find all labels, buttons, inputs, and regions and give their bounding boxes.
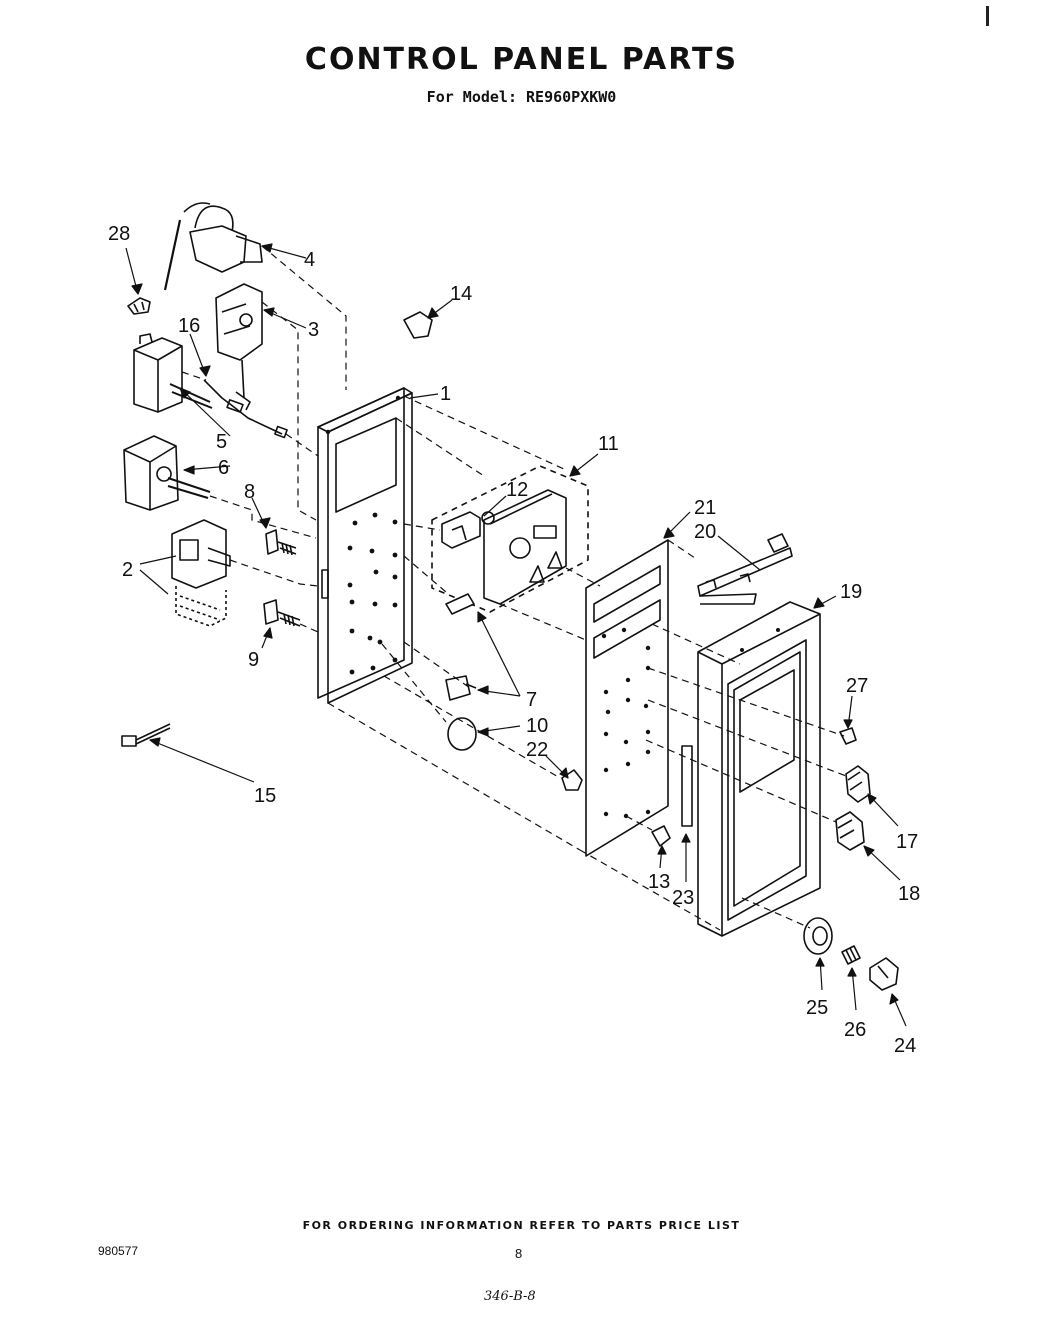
timer-module [431, 465, 589, 613]
callout-1: 1 [440, 383, 451, 405]
knob-17 [845, 765, 871, 803]
panel-housing-19 [697, 601, 821, 937]
page-title: CONTROL PANEL PARTS [304, 42, 739, 77]
overlay-panel-21 [585, 539, 669, 857]
callout-6: 6 [218, 457, 229, 479]
callout-12: 12 [506, 479, 528, 501]
latch-14 [403, 311, 433, 339]
page-number: 8 [515, 1246, 523, 1261]
callout-14: 14 [450, 283, 472, 305]
switch-5 [133, 333, 213, 413]
callout-20: 20 [694, 521, 716, 543]
thermostat [163, 202, 263, 291]
screw-8 [265, 529, 297, 556]
callout-18: 18 [898, 883, 920, 905]
callout-8: 8 [244, 481, 255, 503]
handwritten-note: 346-B-8 [484, 1289, 536, 1304]
callout-27: 27 [846, 675, 868, 697]
callout-19: 19 [840, 581, 862, 603]
callout-23: 23 [672, 887, 694, 909]
callout-9: 9 [248, 649, 259, 671]
callout-2: 2 [122, 559, 133, 581]
control-panel-frame [317, 387, 413, 704]
callout-28: 28 [108, 223, 130, 245]
bracket-20 [697, 533, 793, 605]
bezel-25 [803, 917, 833, 955]
callout-3: 3 [308, 319, 319, 341]
callout-17: 17 [896, 831, 918, 853]
callout-7: 7 [526, 689, 537, 711]
timer-motor [215, 283, 263, 411]
callout-21: 21 [694, 497, 716, 519]
model-subtitle: For Model: RE960PXKW0 [426, 88, 617, 106]
callout-13: 13 [648, 871, 670, 893]
terminal-15 [121, 723, 171, 747]
callout-16: 16 [178, 315, 200, 337]
switch-6 [123, 435, 211, 511]
document-number: 980577 [98, 1244, 139, 1258]
washer-10 [447, 717, 477, 751]
callout-10: 10 [526, 715, 548, 737]
callout-11: 11 [598, 433, 619, 455]
spring-26 [841, 945, 861, 965]
callout-22: 22 [526, 739, 548, 761]
ordering-info-note: FOR ORDERING INFORMATION REFER TO PARTS … [302, 1219, 741, 1232]
callout-4: 4 [304, 249, 315, 271]
callout-25: 25 [806, 997, 828, 1019]
relay-12 [441, 511, 495, 549]
button-13 [651, 825, 671, 847]
tab-clip [127, 297, 151, 315]
callout-24: 24 [894, 1035, 916, 1057]
knob-18 [835, 811, 865, 851]
callout-5: 5 [216, 431, 227, 453]
callout-26: 26 [844, 1019, 866, 1041]
wire-harness [203, 379, 288, 439]
screw-27 [839, 727, 857, 745]
page-edge-mark [986, 6, 989, 26]
strip-23 [681, 745, 693, 827]
switch-2 [171, 519, 231, 627]
knob-24 [869, 957, 899, 991]
screw-9 [263, 599, 301, 627]
callout-15: 15 [254, 785, 276, 807]
spacer-7 [445, 593, 477, 701]
